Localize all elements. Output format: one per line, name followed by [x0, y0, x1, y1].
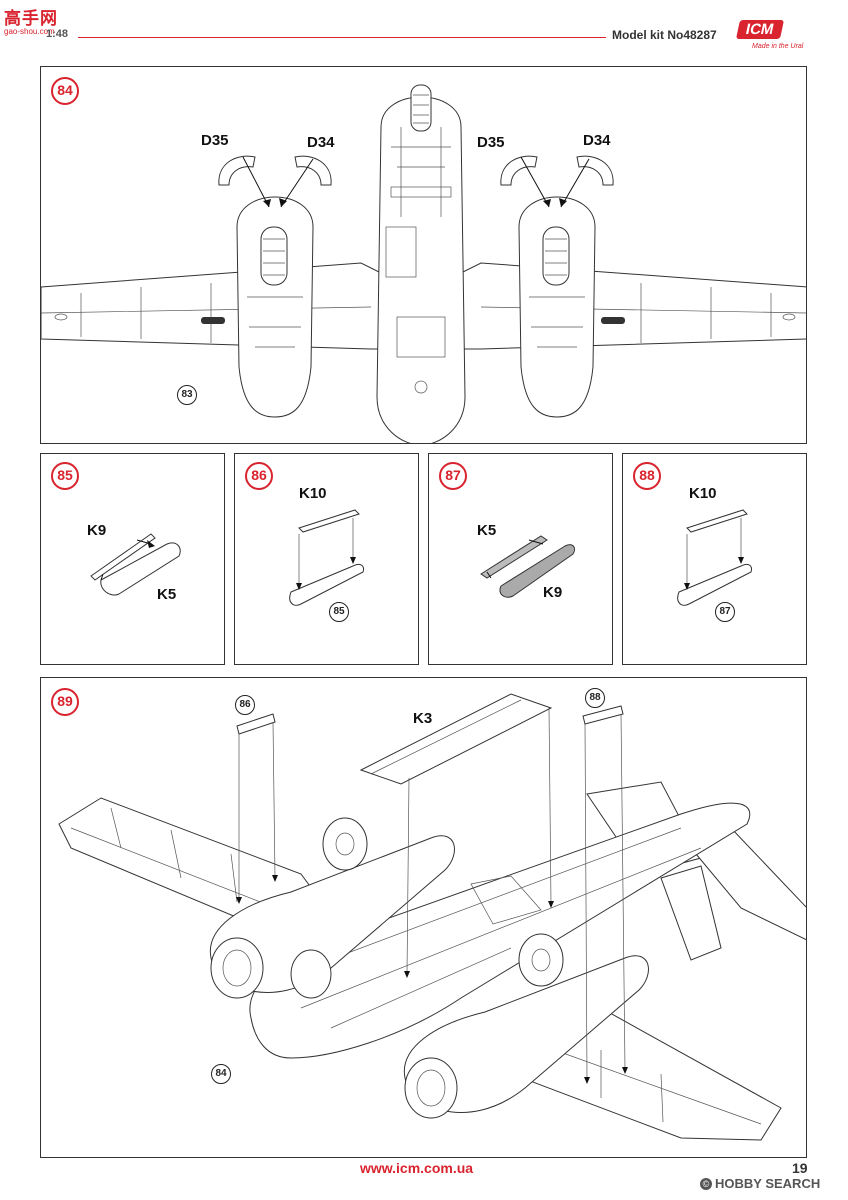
model-kit-number: Model kit No48287 [612, 28, 717, 42]
step-84-ref: 83 [177, 385, 197, 405]
step-86-number: 86 [245, 462, 273, 490]
step-88-illustration [677, 509, 752, 606]
watermark-icon: © [700, 1177, 712, 1190]
part-label-k5: K5 [477, 522, 497, 539]
part-label-k10: K10 [689, 485, 717, 502]
scale-label: 1:48 [46, 28, 69, 40]
brand-logo: ICM Made in the Ural [735, 20, 816, 62]
step-88-panel: 88 K10 87 [622, 453, 807, 665]
site-logo-text: 高手网 [4, 9, 58, 28]
watermark-text: HOBBY SEARCH [715, 1176, 821, 1191]
step-88-ref: 87 [715, 602, 735, 622]
part-label-d35-right: D35 [477, 134, 505, 151]
part-label-k5: K5 [157, 586, 177, 603]
step-89-ref-88: 88 [585, 688, 605, 708]
watermark: © HOBBY SEARCH [700, 1176, 820, 1191]
brand-tagline: Made in the Ural [752, 43, 804, 50]
brand-logo-text: ICM [735, 20, 784, 39]
step-85-illustration [90, 533, 181, 596]
step-85-panel: 85 K9 K5 [40, 453, 225, 665]
step-84-panel: 84 D35 D34 D35 D34 83 [40, 66, 807, 444]
step-89-number: 89 [51, 688, 79, 716]
page-number: 19 [792, 1160, 808, 1176]
step-85-number: 85 [51, 462, 79, 490]
part-label-d34-right: D34 [583, 132, 611, 149]
step-87-panel: 87 K5 K9 [428, 453, 613, 665]
site-logo-sub: gao-shou.com [4, 27, 55, 36]
part-label-k9: K9 [543, 584, 563, 601]
site-logo: 高手网 gao-shou.com [4, 4, 74, 38]
step-89-panel: 89 K3 86 88 84 [40, 677, 807, 1158]
step-86-panel: 86 K10 85 [234, 453, 419, 665]
header-rule [78, 37, 606, 38]
step-88-number: 88 [633, 462, 661, 490]
part-label-d35-left: D35 [201, 132, 229, 149]
part-label-k9: K9 [87, 522, 107, 539]
part-label-k3: K3 [413, 710, 433, 727]
step-89-ref-84: 84 [211, 1064, 231, 1084]
step-86-illustration [289, 509, 364, 606]
part-label-d34-left: D34 [307, 134, 335, 151]
step-84-illustration [41, 84, 806, 443]
step-89-ref-86: 86 [235, 695, 255, 715]
step-84-number: 84 [51, 77, 79, 105]
part-label-k10: K10 [299, 485, 327, 502]
footer-url: www.icm.com.ua [360, 1160, 474, 1176]
step-87-illustration [480, 535, 576, 598]
step-86-ref: 85 [329, 602, 349, 622]
step-87-number: 87 [439, 462, 467, 490]
step-89-illustration [58, 693, 806, 1141]
